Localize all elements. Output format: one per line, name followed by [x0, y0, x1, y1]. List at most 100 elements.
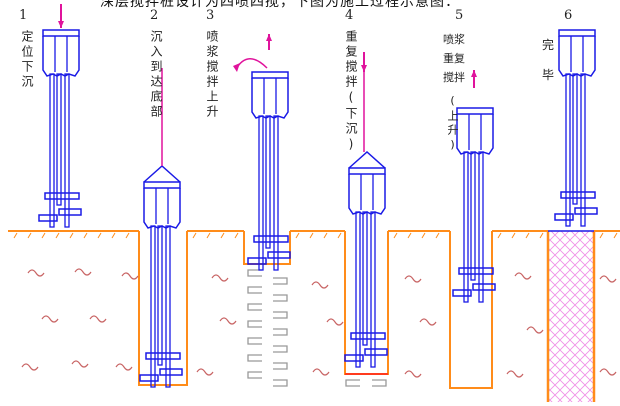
- ground-layer: [8, 230, 620, 402]
- slurry-bracket: [273, 311, 288, 319]
- ground-hatch-icon: [234, 232, 239, 239]
- step-6-label-line-1: 完: [542, 38, 555, 52]
- drill-rod: [362, 211, 368, 346]
- ground-hatch-icon: [13, 232, 18, 239]
- tilde-soil-icon: [311, 281, 329, 289]
- ground-hatch-icon: [125, 232, 130, 239]
- borehole-outline: [449, 231, 493, 389]
- drill-head: [348, 174, 386, 215]
- step-1-label: 定位下沉: [20, 30, 34, 90]
- drill-rod: [572, 73, 578, 205]
- tilde-soil-icon: [211, 274, 229, 282]
- step-3-number: 3: [206, 8, 215, 23]
- slurry-bracket: [273, 277, 288, 285]
- slurry-bracket: [247, 320, 262, 328]
- step-6-number: 6: [564, 8, 573, 23]
- drill-cap: [42, 29, 80, 37]
- soil-layer: [21, 268, 617, 378]
- slurry-bracket: [273, 345, 288, 353]
- rotate-arrow-icon: [235, 58, 268, 70]
- slurry-layer: [247, 269, 387, 387]
- tilde-soil-icon: [219, 317, 237, 325]
- step-5-label-line-3: 搅拌: [443, 71, 465, 84]
- drill-rod: [470, 151, 476, 281]
- drill-rig: [554, 29, 598, 227]
- drill-rig: [344, 150, 388, 368]
- tilde-soil-icon: [115, 363, 133, 371]
- step-4-number: 4: [345, 8, 354, 23]
- slurry-bracket: [273, 362, 288, 370]
- slurry-bracket: [247, 286, 262, 294]
- mixing-blade: [253, 235, 289, 243]
- drill-cap: [348, 167, 386, 175]
- drill-rod: [355, 211, 361, 368]
- ground-hatch-icon: [295, 232, 300, 239]
- arrow-up-icon-head: [471, 70, 477, 77]
- step-5-label-line-1: 喷浆: [443, 33, 465, 46]
- borehole-outline: [243, 231, 291, 265]
- borehole-outline: [138, 231, 188, 386]
- arrow-layer: [58, 4, 477, 166]
- tilde-soil-icon: [196, 368, 214, 376]
- tilde-soil-icon: [404, 275, 422, 283]
- ground-hatch-icon: [83, 232, 88, 239]
- ground-hatch-icon: [393, 232, 398, 239]
- ground-hatch-icon: [407, 232, 412, 239]
- slurry-bracket: [247, 303, 262, 311]
- drill-cone: [348, 150, 386, 169]
- ground-hatch-icon: [69, 232, 74, 239]
- drill-rod: [56, 73, 62, 206]
- tilde-soil-icon: [506, 370, 524, 378]
- mixing-blade: [139, 374, 159, 382]
- ground-hatch-icon: [206, 232, 211, 239]
- mixing-blade: [247, 257, 267, 265]
- drill-rod: [64, 73, 70, 228]
- tilde-soil-icon: [89, 315, 107, 323]
- tilde-soil-icon: [27, 269, 45, 277]
- diagram-caption: 深层搅拌桩设计为四喷四搅，下图为施工过程示意图：: [100, 0, 460, 10]
- mixing-blade: [458, 267, 494, 275]
- ground-hatch-icon: [111, 232, 116, 239]
- slurry-bracket: [247, 371, 262, 379]
- mixing-blade: [159, 368, 183, 376]
- step-5-label: 喷浆 重复 搅拌: [443, 30, 469, 87]
- mixing-blade: [472, 283, 496, 291]
- step-6-label-line-2: 毕: [542, 68, 555, 82]
- mixing-blade: [267, 251, 291, 259]
- tilde-soil-icon: [419, 318, 437, 326]
- ground-hatch-icon: [220, 232, 225, 239]
- step-1-number: 1: [19, 8, 28, 23]
- mixing-blade: [452, 289, 472, 297]
- arrow-up-icon-head: [266, 34, 272, 41]
- crosshatch-pile-icon: [548, 231, 594, 402]
- ground-hatch-icon: [497, 232, 502, 239]
- drill-rod: [49, 73, 55, 228]
- tilde-soil-icon: [599, 368, 617, 376]
- tilde-soil-icon: [21, 363, 39, 371]
- drill-rig: [247, 71, 291, 271]
- drill-head: [143, 188, 181, 229]
- mixing-blade: [364, 348, 388, 356]
- tilde-soil-icon: [404, 370, 422, 378]
- mixing-blade: [58, 208, 82, 216]
- mixing-blade: [344, 354, 364, 362]
- mixing-blade: [38, 214, 58, 222]
- rotate-arrow-head: [233, 63, 240, 72]
- slurry-bracket: [273, 328, 288, 336]
- step-3-label: 喷浆搅拌上升: [205, 30, 219, 120]
- drill-rod: [463, 151, 469, 303]
- mixing-blade: [574, 207, 598, 215]
- ground-hatch-icon: [599, 232, 604, 239]
- drill-rod: [265, 115, 271, 249]
- drill-head: [42, 36, 80, 77]
- ground-hatch-icon: [55, 232, 60, 239]
- tilde-soil-icon: [121, 272, 139, 280]
- step-6-label: 完 毕: [542, 30, 568, 90]
- mixing-blade: [145, 352, 181, 360]
- slurry-bracket: [247, 337, 262, 345]
- ground-hatch-icon: [421, 232, 426, 239]
- drill-rod: [370, 211, 376, 368]
- mixing-blade: [350, 332, 386, 340]
